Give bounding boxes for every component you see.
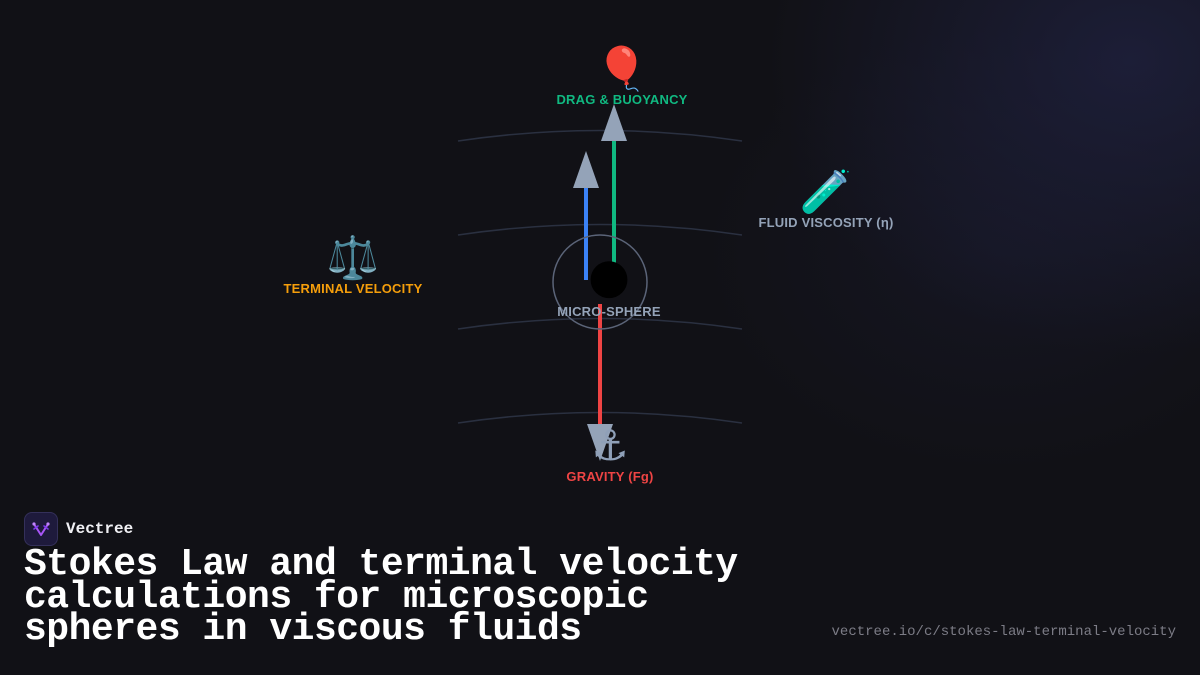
vectree-logo-icon <box>24 512 58 546</box>
brand: Vectree <box>24 512 133 546</box>
fluid-layer-line <box>457 223 743 236</box>
source-url: vectree.io/c/stokes-law-terminal-velocit… <box>831 624 1176 640</box>
drag-arrowhead <box>601 104 627 141</box>
buoyancy-arrowhead <box>573 151 599 188</box>
fluid-viscosity-label: FLUID VISCOSITY (η) <box>758 215 894 230</box>
brand-name: Vectree <box>66 520 134 538</box>
page-title: Stokes Law and terminal velocity calcula… <box>24 543 738 651</box>
gravity-arrowhead <box>587 424 613 461</box>
fluid-viscosity-node: 🧪 FLUID VISCOSITY (η) <box>758 167 894 231</box>
fluid-layer-line <box>457 129 743 142</box>
micro-sphere-label: MICRO-SPHERE <box>557 304 661 319</box>
terminal-velocity-label: TERMINAL VELOCITY <box>283 281 423 296</box>
gravity-node: ⚓ GRAVITY (Fg) <box>566 421 654 485</box>
test-tube-icon: 🧪 <box>799 167 853 216</box>
balloon-icon: 🎈 <box>595 44 649 93</box>
anchor-icon: ⚓ <box>591 421 629 470</box>
sphere-outline <box>552 234 648 330</box>
sphere-icon: 🌑 <box>587 256 631 305</box>
terminal-velocity-node: ⚖️ TERMINAL VELOCITY <box>283 233 423 297</box>
drag-buoyancy-label: DRAG & BUOYANCY <box>556 92 688 107</box>
micro-sphere-node: 🌑 MICRO-SPHERE <box>557 256 661 320</box>
scales-icon: ⚖️ <box>326 233 380 282</box>
gravity-label: GRAVITY (Fg) <box>566 469 654 484</box>
drag-buoyancy-node: 🎈 DRAG & BUOYANCY <box>556 44 688 108</box>
